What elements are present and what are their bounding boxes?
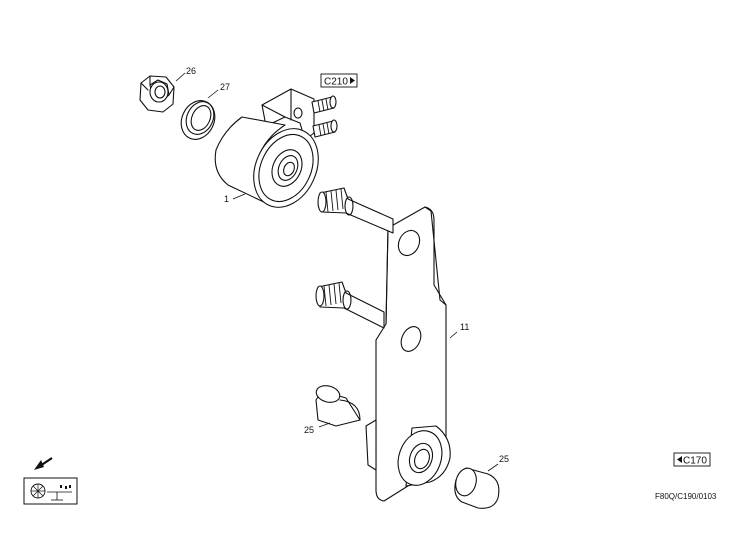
roller-part[interactable] xyxy=(214,116,330,218)
ref-prev-page-button[interactable]: C170 xyxy=(673,452,711,467)
plate-stud-upper xyxy=(317,187,394,234)
spacer-right-part[interactable] xyxy=(453,466,500,509)
drawing-code: F80Q/C190/0103 xyxy=(655,492,717,501)
callout-1: 1 xyxy=(224,194,229,204)
ref-next-page-button[interactable]: C210 xyxy=(320,73,358,88)
hex-nut-part[interactable] xyxy=(139,75,175,113)
ref-prev-page-label: C170 xyxy=(683,456,707,467)
callout-25-right: 25 xyxy=(499,454,509,464)
spacer-left-part[interactable] xyxy=(314,383,361,427)
callout-27: 27 xyxy=(220,82,230,92)
callout-26: 26 xyxy=(186,66,196,76)
leader-lines xyxy=(175,72,499,472)
bracket-stud-upper xyxy=(311,95,337,114)
washer-part[interactable] xyxy=(175,95,221,145)
triangle-right-icon xyxy=(350,77,355,84)
ref-next-page-label: C210 xyxy=(324,77,348,88)
front-arrow-icon xyxy=(34,457,53,470)
callout-11: 11 xyxy=(460,322,469,332)
plate-stud-lower xyxy=(315,281,385,329)
bracket-stud-lower xyxy=(312,119,338,138)
plate-bushing xyxy=(365,419,451,487)
triangle-left-icon xyxy=(677,456,682,463)
roller-bracket-part[interactable] xyxy=(261,88,338,141)
callout-25-left: 25 xyxy=(304,425,314,435)
machine-group-icon xyxy=(23,477,78,505)
